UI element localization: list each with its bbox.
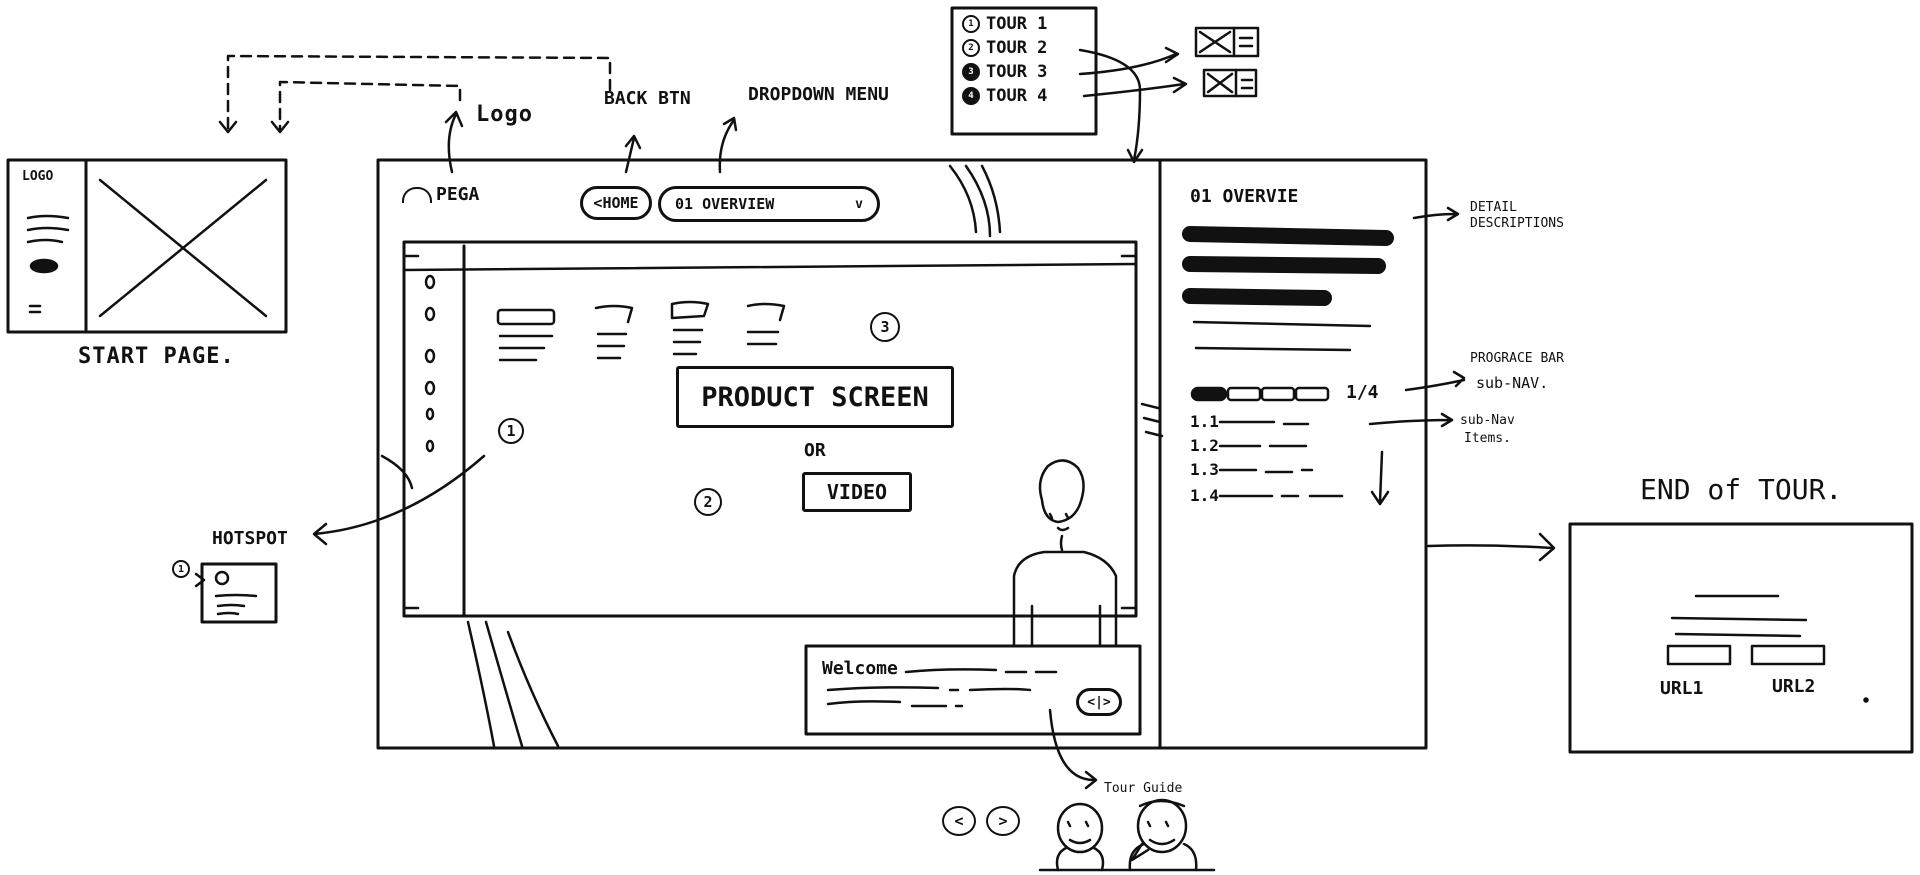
- back-connector-arrow-1: [220, 122, 236, 132]
- back-btn-annotation: BACK BTN: [604, 88, 691, 109]
- subnav-lines: [1220, 422, 1342, 496]
- or-label: OR: [804, 440, 826, 461]
- dropdown-annotation-arrow: [720, 118, 736, 172]
- end-of-tour-title: END of TOUR.: [1640, 473, 1843, 506]
- guide-prev-button[interactable]: <: [942, 806, 976, 836]
- hotspot-marker-1[interactable]: 1: [498, 418, 524, 444]
- hotspot-marker-2[interactable]: 2: [694, 488, 722, 516]
- subnav-annotation-arrow: [1370, 414, 1452, 426]
- detail-desc-arrow: [1414, 208, 1458, 220]
- tour-guide-arrow: [1050, 710, 1096, 788]
- hotspot-arrow: [314, 456, 484, 544]
- guide-next-button[interactable]: >: [986, 806, 1020, 836]
- welcome-box: [806, 646, 1140, 734]
- hotspot-marker-3[interactable]: 3: [870, 312, 900, 342]
- subnav-item-1[interactable]: 1.1: [1190, 412, 1219, 431]
- start-page-caption: START PAGE.: [78, 344, 235, 369]
- product-screen-frame: [404, 242, 1136, 616]
- hotspot-annotation: HOTSPOT: [212, 528, 288, 549]
- dropdown-menu-box: [952, 8, 1186, 162]
- subnav-item-4[interactable]: 1.4: [1190, 486, 1219, 505]
- end-of-tour-frame: [1570, 524, 1912, 752]
- logo-annotation-arrow: [446, 112, 462, 172]
- end-tour-arrow: [1428, 534, 1554, 560]
- brand-name: PEGA: [436, 184, 480, 205]
- app-frame: [378, 160, 1426, 748]
- chevron-down-icon: v: [855, 196, 863, 212]
- progress-bar: [1192, 388, 1328, 400]
- tour-guide-annotation: Tour Guide: [1104, 781, 1183, 796]
- welcome-text: Welcome: [822, 658, 898, 679]
- tour-guide-avatars: [1040, 800, 1214, 870]
- end-of-tour-link-2[interactable]: URL2: [1772, 676, 1816, 697]
- sub-nav-items-annotation-2: Items.: [1464, 431, 1511, 446]
- end-of-tour-link-1[interactable]: URL1: [1660, 678, 1704, 699]
- back-btn-annotation-arrow: [626, 136, 640, 172]
- section-dropdown[interactable]: 01 OVERVIEW v: [658, 186, 880, 222]
- side-panel-title: 01 OVERVIE: [1190, 186, 1299, 207]
- dropdown-annotation: DROPDOWN MENU: [748, 84, 889, 105]
- logo-annotation: Logo: [476, 102, 533, 127]
- progress-annotation-arrow: [1406, 372, 1464, 390]
- back-connectors: [228, 56, 610, 130]
- tour-guide-figure: [1014, 460, 1116, 646]
- sub-nav-annotation: sub-NAV.: [1476, 374, 1549, 392]
- home-back-button[interactable]: <HOME: [580, 186, 652, 220]
- product-screen-label: PRODUCT SCREEN: [676, 366, 954, 428]
- side-panel-sketch: [1190, 208, 1464, 504]
- app-logo[interactable]: PEGA: [402, 186, 479, 204]
- section-dropdown-label: 01 OVERVIEW: [675, 195, 775, 213]
- progress-text: 1/4: [1346, 382, 1379, 403]
- sub-nav-items-annotation-1: sub-Nav: [1460, 413, 1515, 428]
- video-label: VIDEO: [802, 472, 912, 512]
- pega-logo-icon: [402, 187, 432, 203]
- start-page-logo-label: LOGO: [22, 169, 54, 184]
- subnav-item-2[interactable]: 1.2: [1190, 436, 1219, 455]
- subnav-item-3[interactable]: 1.3: [1190, 460, 1219, 479]
- back-connector-arrow-2: [272, 122, 288, 132]
- progress-bar-annotation: PROGRACE BAR: [1470, 351, 1564, 366]
- hotspot-card-number: 1: [172, 560, 190, 578]
- guide-nav-toggle[interactable]: <|>: [1076, 688, 1122, 716]
- start-page-wireframe: [8, 160, 286, 332]
- scroll-down-arrow: [1372, 452, 1388, 504]
- detail-descriptions-annotation: DETAIL DESCRIPTIONS: [1470, 200, 1564, 231]
- tour-thumbnails: [1196, 28, 1258, 96]
- hotspot-card: [196, 456, 484, 622]
